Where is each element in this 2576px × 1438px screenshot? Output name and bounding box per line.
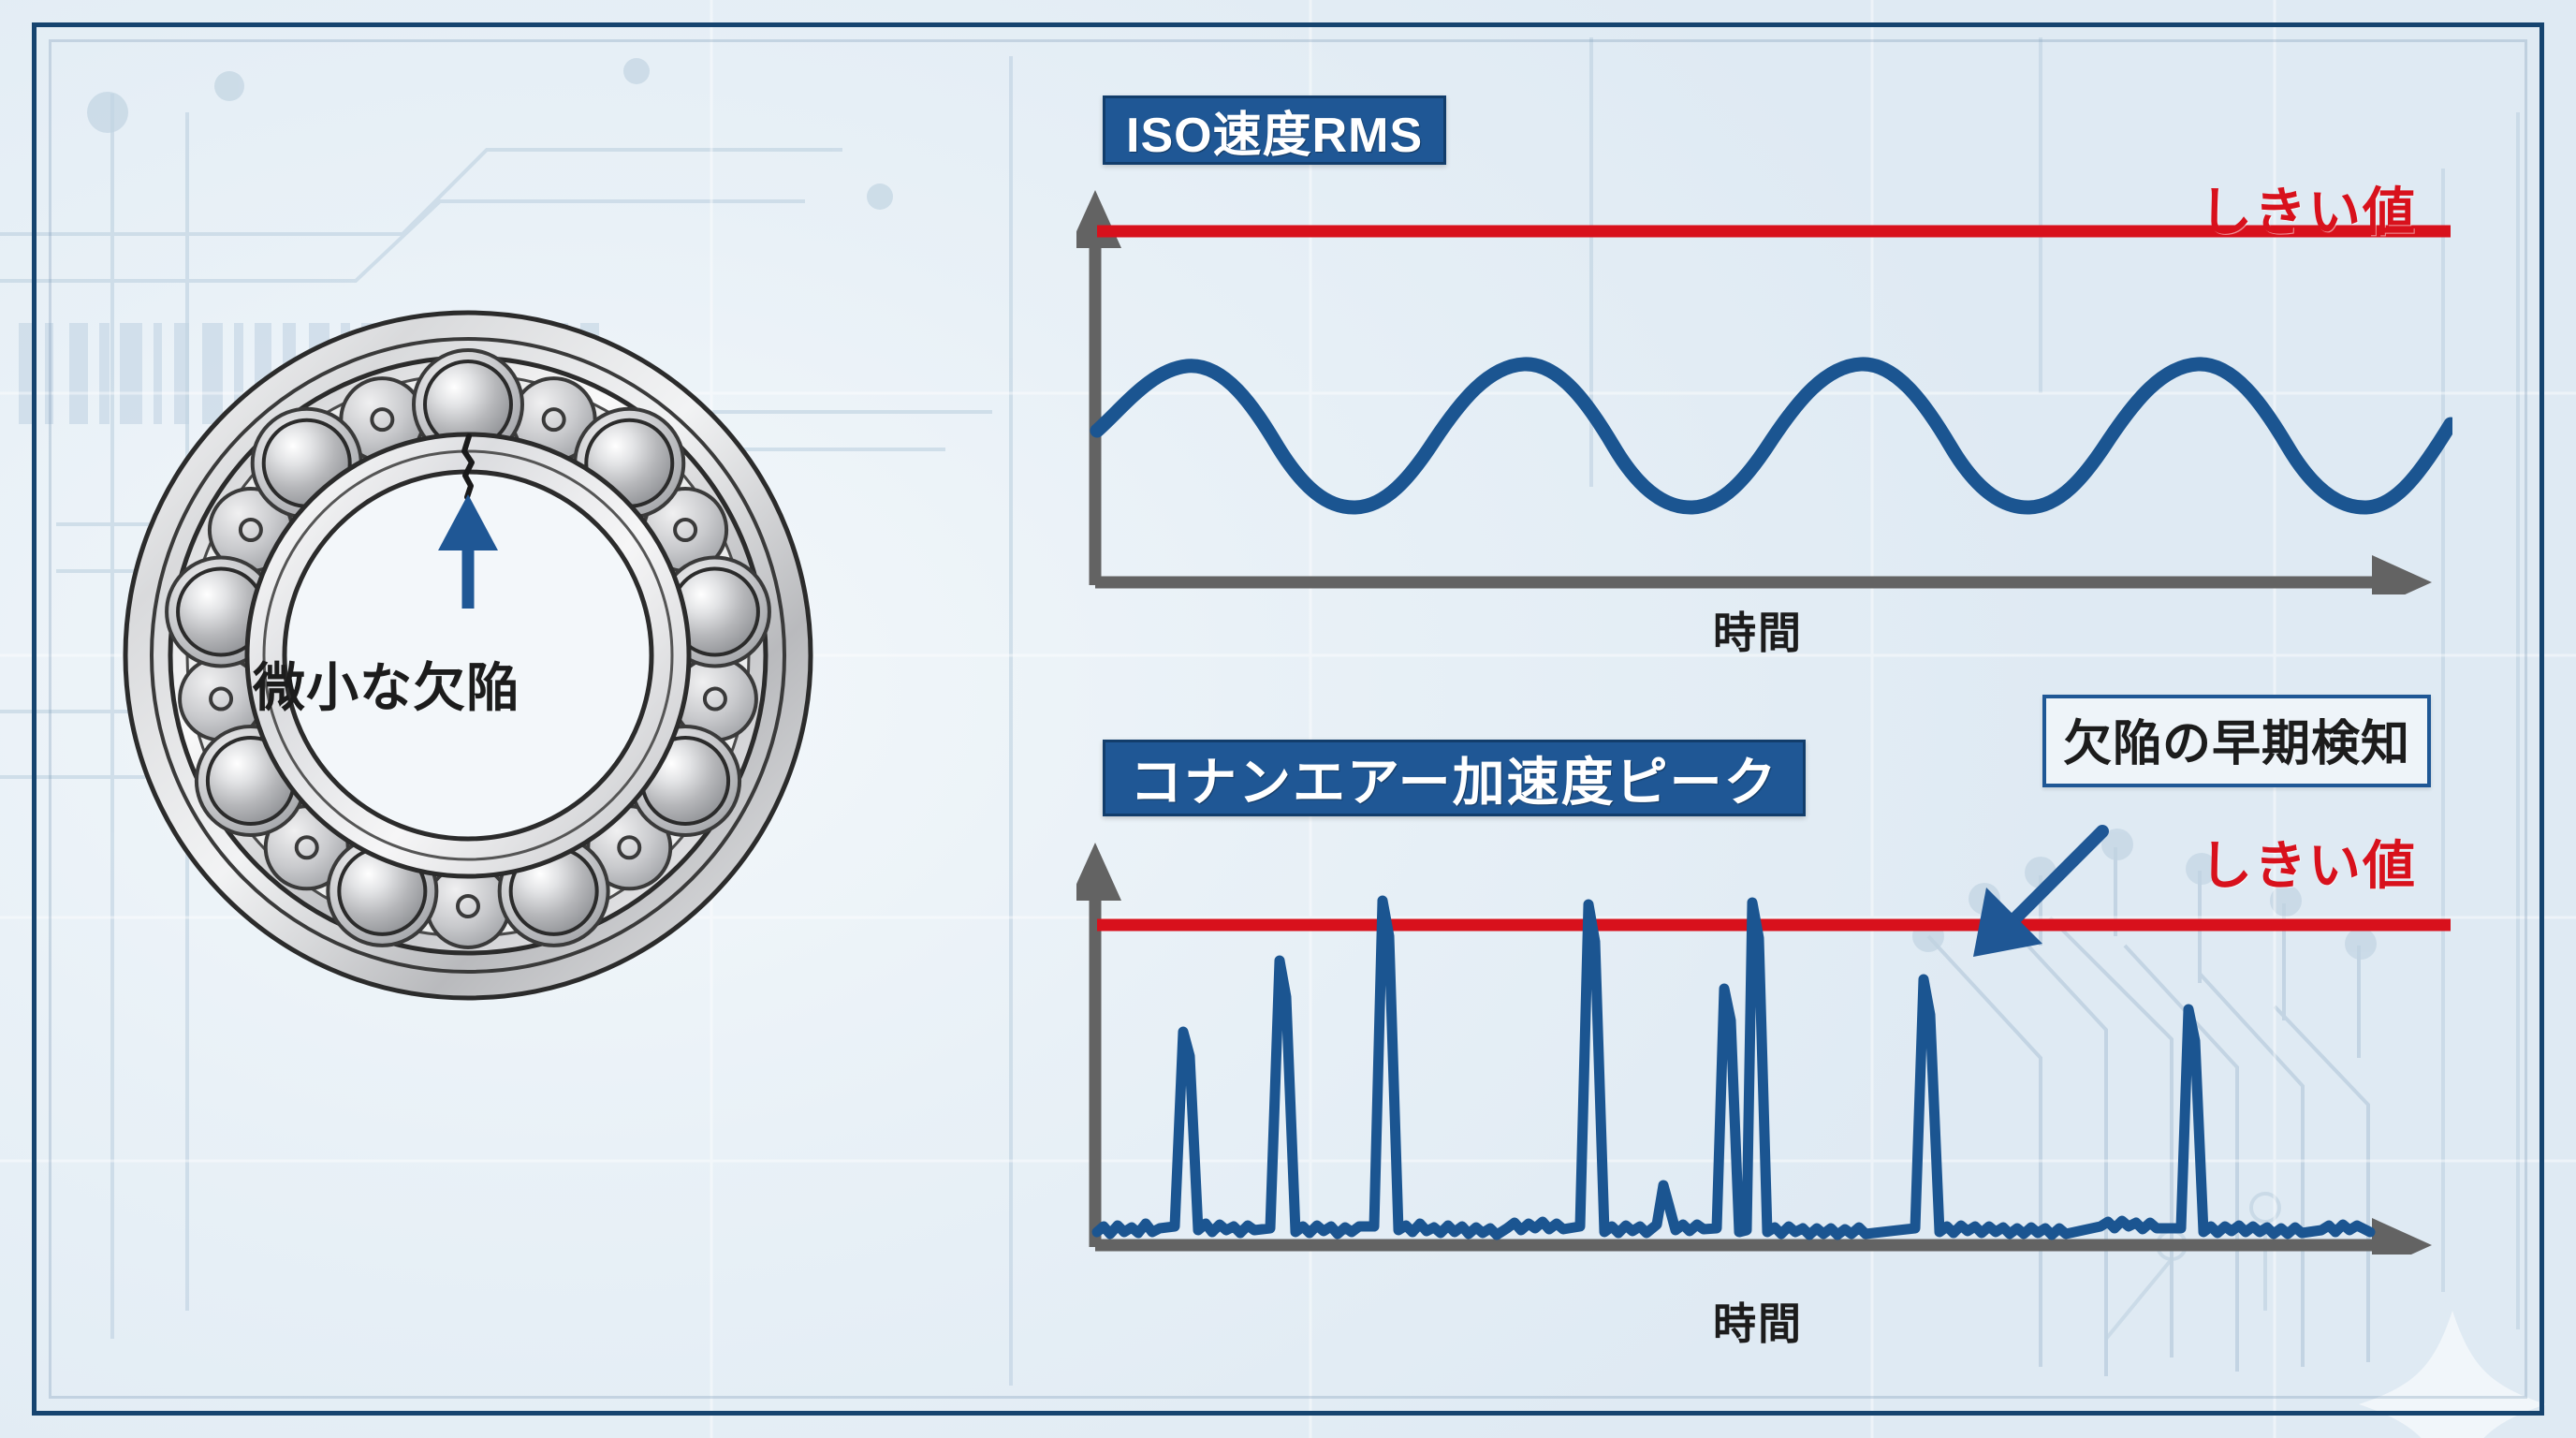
x-axis-arrow-icon <box>1095 1218 2432 1255</box>
chart-title-badge-iso: ISO速度RMS <box>1103 95 1447 165</box>
threshold-label-conan: しきい値 <box>2200 836 2417 895</box>
ball-bearing-illustration <box>112 300 824 1011</box>
chart-iso-velocity-rms <box>1076 173 2452 594</box>
signal-curve-iso <box>1090 357 2452 515</box>
chart-conan-air-acceleration-peak <box>1076 824 2452 1255</box>
threshold-label-iso: しきい値 <box>2200 183 2417 242</box>
x-axis-label-conan: 時間 <box>1713 1299 1803 1348</box>
defect-pointer-arrow-icon <box>438 494 498 609</box>
x-axis-label-iso: 時間 <box>1713 609 1803 657</box>
x-axis-arrow-icon <box>1095 555 2432 594</box>
early-detection-arrow-icon <box>1973 825 2109 957</box>
early-detection-callout-box: 欠陥の早期検知 <box>2042 695 2432 787</box>
defect-crack-icon <box>461 433 475 500</box>
chart-title-badge-conan: コナンエアー加速度ピーク <box>1103 740 1806 816</box>
y-axis-arrow-icon <box>1076 843 1121 1247</box>
signal-curve-conan <box>1091 895 2376 1240</box>
y-axis-arrow-icon <box>1076 190 1121 585</box>
defect-annotation-label: 微小な欠陥 <box>253 658 520 717</box>
